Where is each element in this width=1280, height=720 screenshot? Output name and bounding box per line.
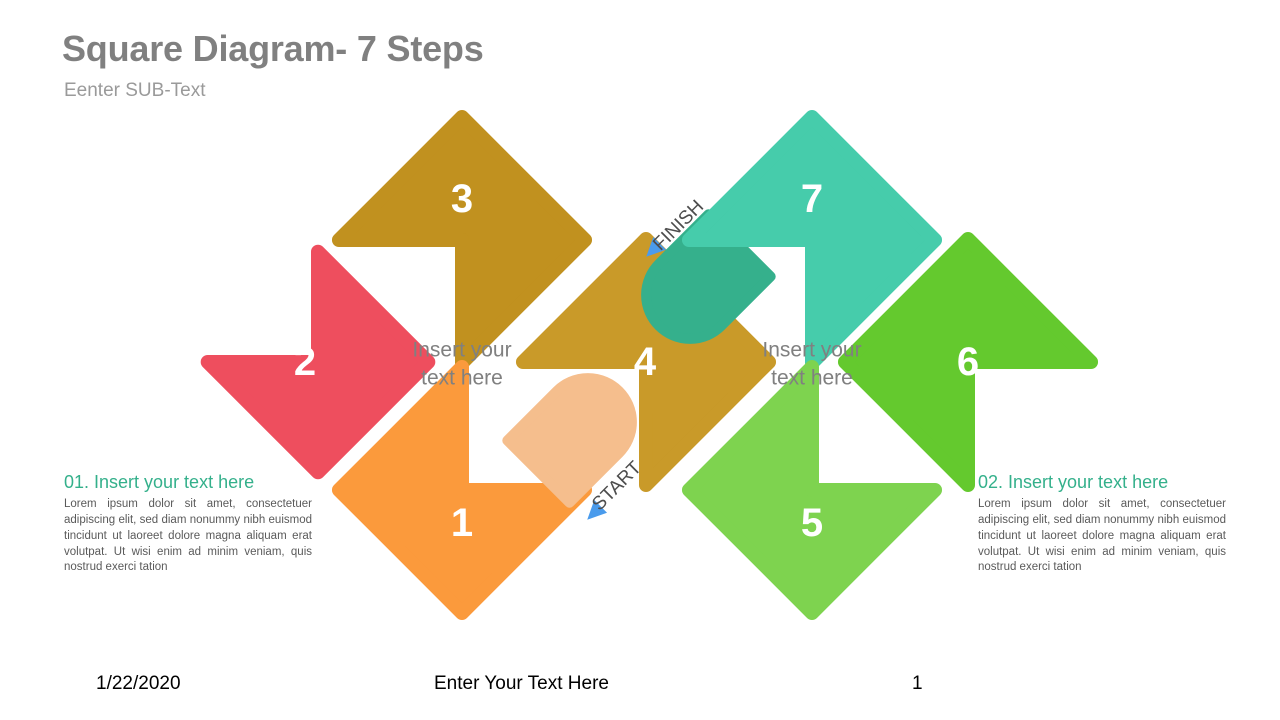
footer-page-number: 1 [912, 673, 923, 694]
side-block-left-heading: 01. Insert your text here [64, 472, 255, 492]
step-shape-5[interactable] [681, 359, 943, 621]
side-block-right-heading: 02. Insert your text here [978, 472, 1169, 492]
step-shape-6[interactable] [837, 231, 1099, 493]
step-shape-1[interactable] [331, 359, 593, 621]
center-label-left[interactable]: Insert your text here [362, 337, 562, 394]
center-label-right-line2: text here [771, 367, 853, 390]
finish-arrow-icon [646, 236, 667, 257]
page-subtitle: Eenter SUB-Text [64, 80, 206, 101]
marker-start-shape [502, 373, 637, 508]
side-block-right[interactable]: 02. Insert your text here Lorem ipsum do… [978, 472, 1226, 576]
center-label-right-line1: Insert your [762, 338, 862, 362]
center-label-right[interactable]: Insert your text here [712, 337, 912, 394]
center-label-left-line2: text here [421, 367, 503, 390]
step-shape-2[interactable] [200, 244, 436, 480]
side-block-right-body: Lorem ipsum dolor sit amet, consectetuer… [978, 498, 1226, 574]
footer-date: 1/22/2020 [96, 673, 181, 694]
step-shape-7[interactable] [681, 109, 943, 371]
side-block-left[interactable]: 01. Insert your text here Lorem ipsum do… [64, 472, 312, 576]
step-shape-3[interactable] [331, 109, 593, 371]
start-arrow-icon [587, 499, 608, 520]
center-label-left-line1: Insert your [412, 338, 512, 362]
footer-center-text[interactable]: Enter Your Text Here [434, 673, 609, 694]
side-block-left-body: Lorem ipsum dolor sit amet, consectetuer… [64, 498, 312, 574]
page-title: Square Diagram- 7 Steps [62, 28, 484, 69]
